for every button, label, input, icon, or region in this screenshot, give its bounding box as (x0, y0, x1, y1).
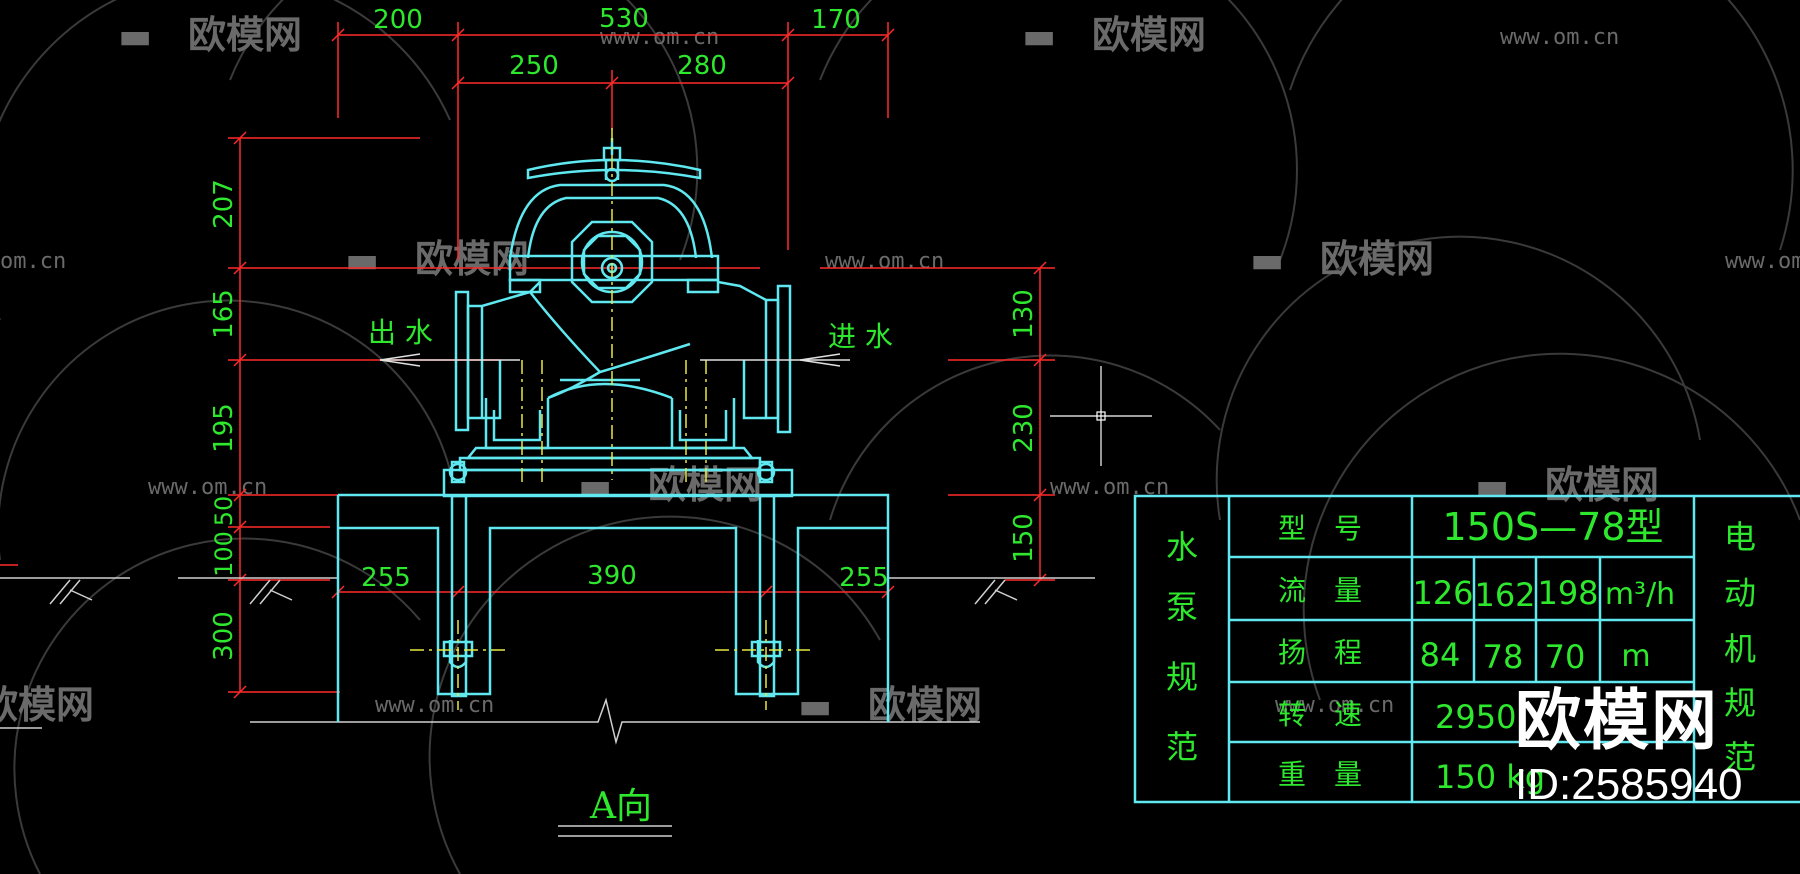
pump-outline (336, 138, 890, 722)
watermark-logo: ▬ 欧模网 (1475, 463, 1659, 507)
watermark-url: www.om.cn (1275, 693, 1394, 718)
watermark-logo: ▬ 欧模网 (1250, 237, 1434, 281)
motor-spec-title-char: 规 (1724, 684, 1756, 722)
pump-spec-title-char: 泵 (1166, 588, 1198, 626)
dimension-150: 150 (1009, 513, 1039, 563)
watermark-logo: ▬ 欧模网 (118, 13, 302, 57)
flow-labels: 出 水 进 水 A向 (368, 316, 893, 827)
watermark-url: www.om.cn (375, 693, 494, 718)
dimension-390: 390 (587, 561, 637, 591)
spec-flow-unit: m³/h (1605, 577, 1675, 612)
watermark-glyph: ▬ (118, 16, 152, 57)
dimension-200: 200 (373, 5, 423, 35)
motor-spec-title-char: 电 (1724, 518, 1756, 556)
watermark-brand-text: 欧模网 (868, 683, 982, 727)
big-watermark-brand: 欧模网 (1515, 682, 1719, 759)
spec-row-name: 流 量 (1278, 574, 1362, 607)
motor-spec-title-char: 范 (1724, 738, 1756, 776)
spec-head-value: 78 (1483, 638, 1524, 676)
spec-row-name: 转 速 (1278, 698, 1362, 731)
watermark-glyph: ▬ (1250, 240, 1284, 281)
watermark-logo: ▬ 欧模网 (345, 237, 529, 281)
watermark-url: www.om.cn (148, 475, 267, 500)
dimension-165: 165 (209, 289, 239, 339)
spec-row-name: 扬 程 (1278, 636, 1362, 669)
watermark-logo: 欧模网 (0, 683, 94, 727)
inlet-label: 进 水 (828, 320, 893, 353)
spec-weight-value: 150 kg (1435, 758, 1545, 796)
spec-table-grid (1133, 494, 1800, 804)
flow-arrows (379, 353, 850, 367)
dimension-300: 300 (209, 611, 239, 661)
watermark-brand-text: 欧模网 (1092, 13, 1206, 57)
crosshair-cursor (1050, 366, 1152, 466)
spec-flow-value: 162 (1474, 576, 1535, 614)
watermark-logo: ▬ 欧模网 (1022, 13, 1206, 57)
outlet-label: 出 水 (368, 316, 433, 349)
ground-lines (0, 577, 1095, 837)
dimension-255-left: 255 (361, 563, 411, 593)
big-watermark: 欧模网 ID:2585940 (1515, 685, 1743, 809)
watermark-url: www.om.cn (1725, 249, 1800, 274)
motor-spec-title-char: 机 (1724, 630, 1756, 668)
pump-spec-title-char: 范 (1166, 728, 1198, 766)
watermark-url: www.om.cn (825, 249, 944, 274)
watermark-url: om.cn (0, 249, 66, 274)
dimension-50: 50 (210, 496, 238, 527)
watermark-glyph: ▬ (798, 686, 832, 727)
spec-speed-value: 2950 (1435, 698, 1516, 736)
spec-flow-value: 198 (1537, 574, 1598, 612)
watermark-brand-text: 欧模网 (1545, 463, 1659, 507)
dimension-130: 130 (1009, 289, 1039, 339)
dimension-texts: 200 530 170 250 280 207 165 195 50 100 3… (209, 4, 1039, 661)
spec-head-value: 70 (1545, 638, 1586, 676)
dimension-195: 195 (209, 403, 239, 453)
watermark-glyph: ▬ (1022, 16, 1056, 57)
dimension-250: 250 (509, 51, 559, 81)
watermark-url: www.om.cn (600, 25, 719, 50)
watermark-url: www.om.cn (1500, 25, 1619, 50)
big-watermark-id: ID:2585940 (1515, 760, 1743, 809)
watermark-layer: ▬ 欧模网 ▬ 欧模网 ▬ 欧模网 ▬ 欧模网 ▬ 欧模网 ▬ 欧模网 欧模网 … (0, 13, 1800, 727)
view-title: A向 (589, 786, 652, 827)
dimension-170: 170 (811, 5, 861, 35)
pump-spec-title-char: 水 (1166, 528, 1198, 566)
dimension-100: 100 (210, 531, 238, 577)
dimension-207: 207 (209, 179, 239, 229)
spec-head-value: 84 (1420, 636, 1461, 674)
watermark-glyph: ▬ (578, 466, 612, 507)
watermark-brand-text: 欧模网 (0, 683, 94, 727)
watermark-glyph: ▬ (345, 240, 379, 281)
spec-table: 水 泵 规 范 电 动 机 规 范 型 号 流 量 扬 程 转 速 重 量 15… (1133, 494, 1800, 804)
dimension-530: 530 (599, 4, 649, 34)
watermark-glyph: ▬ (1475, 466, 1509, 507)
dimension-lines (0, 22, 1055, 699)
watermark-brand-text: 欧模网 (188, 13, 302, 57)
spec-row-name: 重 量 (1278, 758, 1362, 791)
spec-head-unit: m (1621, 639, 1650, 674)
spec-row-name: 型 号 (1278, 512, 1362, 545)
motor-spec-title-char: 动 (1724, 574, 1756, 612)
spec-flow-value: 126 (1412, 574, 1473, 612)
pump-spec-title-char: 规 (1166, 658, 1198, 696)
dimension-230: 230 (1009, 403, 1039, 453)
watermark-brand-text: 欧模网 (1320, 237, 1434, 281)
watermark-logo: ▬ 欧模网 (798, 683, 982, 727)
dimension-280: 280 (677, 51, 727, 81)
dimension-255-right: 255 (839, 563, 889, 593)
center-lines (410, 128, 815, 710)
spec-model-value: 150S—78型 (1442, 505, 1663, 549)
